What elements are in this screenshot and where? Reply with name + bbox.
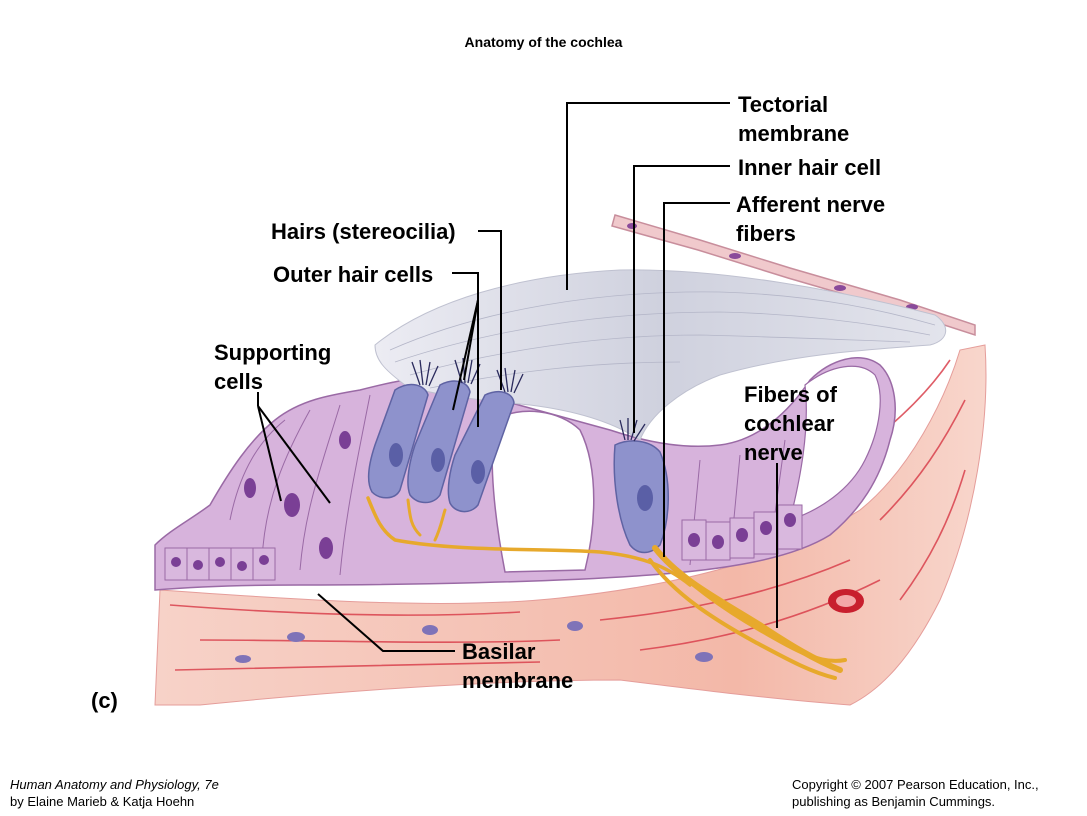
afferent-nerve-fibers <box>366 496 847 680</box>
footer-copyright-line: Copyright © 2007 Pearson Education, Inc.… <box>792 777 1039 792</box>
label-cochlear-line3: nerve <box>744 440 803 465</box>
leader-basilar <box>317 593 455 652</box>
leader-hairs <box>478 230 502 390</box>
footer-authors: by Elaine Marieb & Katja Hoehn <box>10 794 195 809</box>
label-tectorial-line1: Tectorial <box>738 92 829 117</box>
label-cochlear-line1: Fibers of <box>744 382 837 407</box>
leader-lines <box>257 102 778 652</box>
slide-title: Anatomy of the cochlea <box>464 34 623 50</box>
label-supporting-line1: Supporting <box>214 340 332 365</box>
label-tectorial-line2: membrane <box>738 121 850 146</box>
footer-publisher-line: publishing as Benjamin Cummings. <box>792 794 996 809</box>
leader-inner-hair-cell <box>633 165 730 433</box>
leader-outer-hair-cells <box>452 272 479 427</box>
label-afferent-nerve-fibers: Afferent nerve fibers <box>736 190 885 248</box>
label-cochlear-line2: cochlear <box>744 411 835 436</box>
label-basilar-membrane: Basilar membrane <box>462 637 573 695</box>
footer-book-title: Human Anatomy and Physiology, 7e <box>10 777 219 792</box>
label-basilar-line1: Basilar <box>462 639 536 664</box>
label-afferent-line2: fibers <box>736 221 796 246</box>
label-afferent-line1: Afferent nerve <box>736 192 886 217</box>
footer-citation: Human Anatomy and Physiology, 7e by Elai… <box>10 776 219 810</box>
leader-afferent <box>663 202 730 557</box>
label-tectorial-membrane: Tectorial membrane <box>738 90 849 148</box>
label-supporting-line2: cells <box>214 369 263 394</box>
outer-hair-cells <box>367 380 515 513</box>
label-supporting-cells: Supporting cells <box>214 338 331 396</box>
label-basilar-line2: membrane <box>462 668 574 693</box>
label-outer-hair-cells: Outer hair cells <box>273 262 434 287</box>
label-fibers-of-cochlear-nerve: Fibers of cochlear nerve <box>744 380 837 467</box>
tunnel-of-corti <box>491 410 595 573</box>
footer-copyright: Copyright © 2007 Pearson Education, Inc.… <box>792 776 1039 810</box>
panel-letter: (c) <box>91 688 118 713</box>
label-hairs-stereocilia: Hairs (stereocilia) <box>271 219 456 244</box>
leader-tectorial <box>566 102 730 290</box>
label-inner-hair-cell: Inner hair cell <box>738 155 882 180</box>
